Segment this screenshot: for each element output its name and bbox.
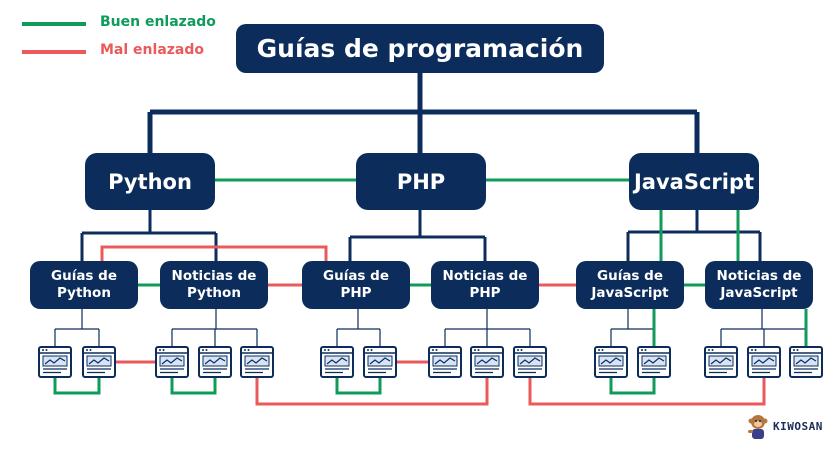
web-page-icon xyxy=(513,346,547,378)
language-node-php: PHP xyxy=(356,153,486,210)
category-node-guias-python: Guías de Python xyxy=(30,261,138,309)
category-node-guias-php: Guías de PHP xyxy=(302,261,410,309)
bad-link-python-to-guias-php xyxy=(100,245,328,261)
good-link-pages-guias-php xyxy=(335,377,382,395)
brand-logo: KIWOSAN xyxy=(745,412,835,442)
category-label: Guías de PHP xyxy=(323,268,389,301)
web-page-icon xyxy=(789,346,823,378)
legend-swatch-bad xyxy=(22,50,86,54)
web-page-icon xyxy=(363,346,397,378)
legend-label-bad: Mal enlazado xyxy=(100,42,204,58)
web-page-icon xyxy=(704,346,738,378)
language-label-python: Python xyxy=(108,169,192,194)
web-page-icon xyxy=(82,346,116,378)
language-label-php: PHP xyxy=(396,169,446,194)
tree-edge-guias-php-pages xyxy=(336,309,381,347)
tree-edge-guias-javascript-pages xyxy=(610,309,655,347)
category-label: Noticias de Python xyxy=(171,268,257,301)
web-page-icon xyxy=(240,346,274,378)
good-link-pages-noticias-python xyxy=(170,377,217,395)
legend-label-good: Buen enlazado xyxy=(100,14,216,30)
bad-link-pages-php-javascript xyxy=(528,377,766,406)
category-node-noticias-python: Noticias de Python xyxy=(160,261,268,309)
web-page-icon xyxy=(637,346,671,378)
web-page-icon xyxy=(155,346,189,378)
legend-swatch-good xyxy=(22,22,86,26)
category-label: Noticias de JavaScript xyxy=(716,268,802,301)
tree-edge-javascript-to-categories xyxy=(626,210,762,261)
category-label: Guías de JavaScript xyxy=(591,268,669,301)
category-node-noticias-php: Noticias de PHP xyxy=(431,261,539,309)
tree-edge-root-to-languages xyxy=(147,73,700,153)
tree-edge-python-to-categories xyxy=(80,210,218,261)
root-node: Guías de programación xyxy=(236,24,604,73)
root-label: Guías de programación xyxy=(256,34,584,63)
tree-edge-guias-python-pages xyxy=(54,309,100,347)
web-page-icon xyxy=(428,346,462,378)
good-link-pages-guias-javascript xyxy=(609,377,656,395)
good-link-javascript-to-categories xyxy=(659,210,740,261)
bad-link-pages-python-php xyxy=(255,377,489,406)
web-page-icon xyxy=(320,346,354,378)
web-page-icon xyxy=(594,346,628,378)
tree-edge-noticias-javascript-pages xyxy=(720,309,807,347)
language-node-python: Python xyxy=(85,153,215,210)
brand-name: KIWOSAN xyxy=(773,420,823,433)
tree-edge-php-to-categories xyxy=(348,210,487,261)
web-page-icon xyxy=(747,346,781,378)
web-page-icon xyxy=(470,346,504,378)
web-page-icon xyxy=(38,346,72,378)
tree-edge-noticias-php-pages xyxy=(444,309,531,347)
category-label: Guías de Python xyxy=(51,268,117,301)
category-node-noticias-javascript: Noticias de JavaScript xyxy=(705,261,813,309)
category-node-guias-javascript: Guías de JavaScript xyxy=(576,261,684,309)
language-node-javascript: JavaScript xyxy=(629,153,759,210)
monkey-mascot-icon xyxy=(748,415,768,439)
tree-edge-noticias-python-pages xyxy=(171,309,258,347)
language-label-javascript: JavaScript xyxy=(633,169,755,194)
category-label: Noticias de PHP xyxy=(442,268,528,301)
good-link-pages-guias-python xyxy=(53,377,101,395)
web-page-icon xyxy=(198,346,232,378)
